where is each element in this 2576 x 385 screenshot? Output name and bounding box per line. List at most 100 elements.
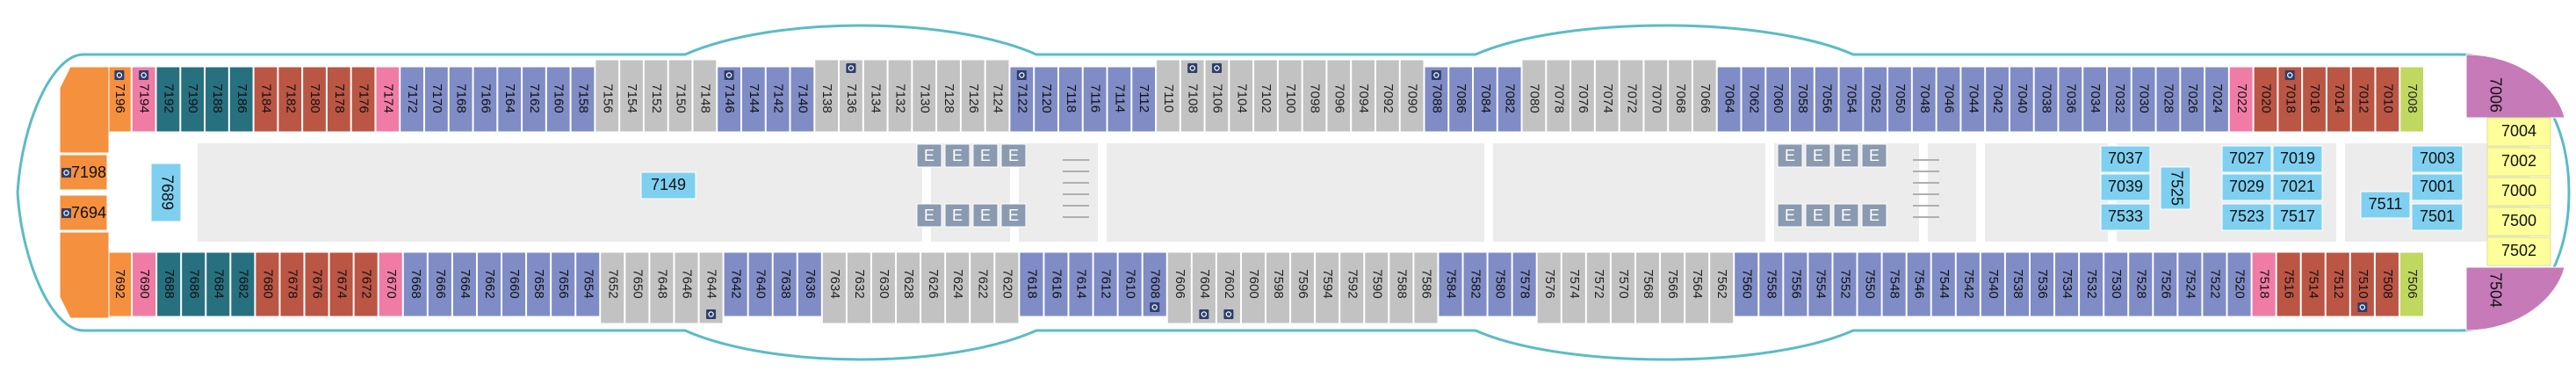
cabin-7108[interactable]: 7108 bbox=[1180, 59, 1205, 133]
cabin-7525[interactable]: 7525 bbox=[2160, 166, 2191, 210]
cabin-7590[interactable]: 7590 bbox=[1364, 251, 1389, 324]
cabin-7562[interactable]: 7562 bbox=[1709, 251, 1735, 324]
cabin-7538[interactable]: 7538 bbox=[2004, 251, 2030, 317]
cabin-7008[interactable]: 7008 bbox=[2399, 66, 2425, 133]
cabin-7612[interactable]: 7612 bbox=[1093, 251, 1118, 317]
cabin-7656[interactable]: 7656 bbox=[551, 251, 576, 317]
cabin-7690[interactable]: 7690 bbox=[132, 251, 157, 317]
cabin-7692[interactable]: 7692 bbox=[107, 251, 133, 317]
cabin-7670[interactable]: 7670 bbox=[378, 251, 403, 317]
cabin-7578[interactable]: 7578 bbox=[1512, 251, 1537, 317]
cabin-7168[interactable]: 7168 bbox=[448, 66, 473, 133]
cabin-7180[interactable]: 7180 bbox=[302, 66, 327, 133]
cabin-7566[interactable]: 7566 bbox=[1660, 251, 1685, 324]
cabin-7614[interactable]: 7614 bbox=[1068, 251, 1093, 317]
cabin-7039[interactable]: 7039 bbox=[2100, 173, 2151, 201]
cabin-7524[interactable]: 7524 bbox=[2177, 251, 2203, 317]
cabin-7622[interactable]: 7622 bbox=[970, 251, 995, 324]
cabin-7588[interactable]: 7588 bbox=[1389, 251, 1414, 324]
cabin-7620[interactable]: 7620 bbox=[994, 251, 1020, 324]
cabin-7196[interactable]: 7196 bbox=[107, 66, 132, 133]
cabin-7610[interactable]: 7610 bbox=[1117, 251, 1143, 317]
cabin-7018[interactable]: 7018 bbox=[2277, 66, 2303, 133]
cabin-7026[interactable]: 7026 bbox=[2180, 66, 2205, 133]
cabin-7652[interactable]: 7652 bbox=[600, 251, 625, 324]
cabin-7044[interactable]: 7044 bbox=[1960, 66, 1986, 133]
cabin-7517[interactable]: 7517 bbox=[2272, 203, 2323, 231]
cabin-7672[interactable]: 7672 bbox=[353, 251, 379, 317]
cabin-7182[interactable]: 7182 bbox=[278, 66, 303, 133]
cabin-7126[interactable]: 7126 bbox=[960, 59, 985, 133]
cabin-7003[interactable]: 7003 bbox=[2411, 145, 2464, 173]
cabin-7628[interactable]: 7628 bbox=[896, 251, 921, 324]
cabin-7034[interactable]: 7034 bbox=[2082, 66, 2108, 133]
cabin-7102[interactable]: 7102 bbox=[1253, 59, 1278, 133]
cabin-7678[interactable]: 7678 bbox=[279, 251, 305, 317]
cabin-7502[interactable]: 7502 bbox=[2486, 236, 2551, 266]
cabin-7100[interactable]: 7100 bbox=[1277, 59, 1302, 133]
cabin-7664[interactable]: 7664 bbox=[451, 251, 477, 317]
cabin-7066[interactable]: 7066 bbox=[1692, 59, 1717, 133]
cabin-7019[interactable]: 7019 bbox=[2272, 145, 2323, 173]
cabin-7014[interactable]: 7014 bbox=[2326, 66, 2351, 133]
cabin-7540[interactable]: 7540 bbox=[1980, 251, 2005, 317]
cabin-7518[interactable]: 7518 bbox=[2251, 251, 2277, 317]
cabin-7124[interactable]: 7124 bbox=[985, 59, 1010, 133]
cabin-7533[interactable]: 7533 bbox=[2100, 203, 2151, 231]
cabin-7688[interactable]: 7688 bbox=[156, 251, 182, 317]
cabin-7122[interactable]: 7122 bbox=[1009, 66, 1035, 133]
cabin-7576[interactable]: 7576 bbox=[1536, 251, 1562, 324]
cabin-7064[interactable]: 7064 bbox=[1716, 66, 1742, 133]
cabin-7130[interactable]: 7130 bbox=[912, 59, 937, 133]
cabin-7118[interactable]: 7118 bbox=[1057, 66, 1083, 133]
cabin-7689[interactable]: 7689 bbox=[150, 163, 182, 222]
cabin-7608[interactable]: 7608 bbox=[1142, 251, 1167, 317]
cabin-7078[interactable]: 7078 bbox=[1546, 59, 1571, 133]
cabin-7650[interactable]: 7650 bbox=[624, 251, 650, 324]
cabin-7198[interactable]: 7198 bbox=[59, 154, 108, 191]
cabin-7094[interactable]: 7094 bbox=[1351, 59, 1375, 133]
cabin-7090[interactable]: 7090 bbox=[1399, 59, 1425, 133]
cabin-7510[interactable]: 7510 bbox=[2349, 251, 2375, 317]
cabin-7544[interactable]: 7544 bbox=[1930, 251, 1956, 317]
cabin-7002[interactable]: 7002 bbox=[2486, 147, 2551, 177]
cabin-7004[interactable]: 7004 bbox=[2486, 117, 2551, 147]
cabin-7642[interactable]: 7642 bbox=[723, 251, 748, 317]
cabin-7602[interactable]: 7602 bbox=[1216, 251, 1241, 324]
cabin-7520[interactable]: 7520 bbox=[2226, 251, 2252, 317]
cabin-7686[interactable]: 7686 bbox=[181, 251, 206, 317]
cabin-7630[interactable]: 7630 bbox=[870, 251, 897, 324]
cabin-7036[interactable]: 7036 bbox=[2058, 66, 2083, 133]
cabin-7098[interactable]: 7098 bbox=[1302, 59, 1327, 133]
cabin-7596[interactable]: 7596 bbox=[1290, 251, 1316, 324]
cabin-7148[interactable]: 7148 bbox=[692, 59, 718, 133]
cabin-7680[interactable]: 7680 bbox=[255, 251, 280, 317]
cabin-7584[interactable]: 7584 bbox=[1438, 251, 1463, 317]
cabin-7156[interactable]: 7156 bbox=[595, 59, 620, 133]
cabin-7048[interactable]: 7048 bbox=[1911, 66, 1937, 133]
cabin-7184[interactable]: 7184 bbox=[253, 66, 278, 133]
cabin-7054[interactable]: 7054 bbox=[1838, 66, 1864, 133]
cabin-7572[interactable]: 7572 bbox=[1585, 251, 1611, 324]
cabin-7146[interactable]: 7146 bbox=[717, 66, 741, 133]
cabin-7037[interactable]: 7037 bbox=[2100, 145, 2151, 173]
cabin-7636[interactable]: 7636 bbox=[797, 251, 822, 317]
cabin-7616[interactable]: 7616 bbox=[1043, 251, 1069, 317]
cabin-7072[interactable]: 7072 bbox=[1619, 59, 1644, 133]
cabin-7062[interactable]: 7062 bbox=[1741, 66, 1766, 133]
cabin-7666[interactable]: 7666 bbox=[427, 251, 452, 317]
cabin-7128[interactable]: 7128 bbox=[936, 59, 961, 133]
cabin-7188[interactable]: 7188 bbox=[205, 66, 229, 133]
cabin-7640[interactable]: 7640 bbox=[747, 251, 773, 317]
cabin-7046[interactable]: 7046 bbox=[1936, 66, 1961, 133]
cabin-7532[interactable]: 7532 bbox=[2079, 251, 2104, 317]
cabin-7178[interactable]: 7178 bbox=[326, 66, 351, 133]
cabin-7084[interactable]: 7084 bbox=[1473, 66, 1497, 133]
cabin-7096[interactable]: 7096 bbox=[1326, 59, 1352, 133]
cabin-7654[interactable]: 7654 bbox=[575, 251, 601, 317]
cabin-7536[interactable]: 7536 bbox=[2029, 251, 2055, 317]
cabin-7600[interactable]: 7600 bbox=[1240, 251, 1266, 324]
cabin-7570[interactable]: 7570 bbox=[1610, 251, 1635, 324]
cabin-7574[interactable]: 7574 bbox=[1561, 251, 1586, 324]
cabin-7646[interactable]: 7646 bbox=[674, 251, 699, 324]
